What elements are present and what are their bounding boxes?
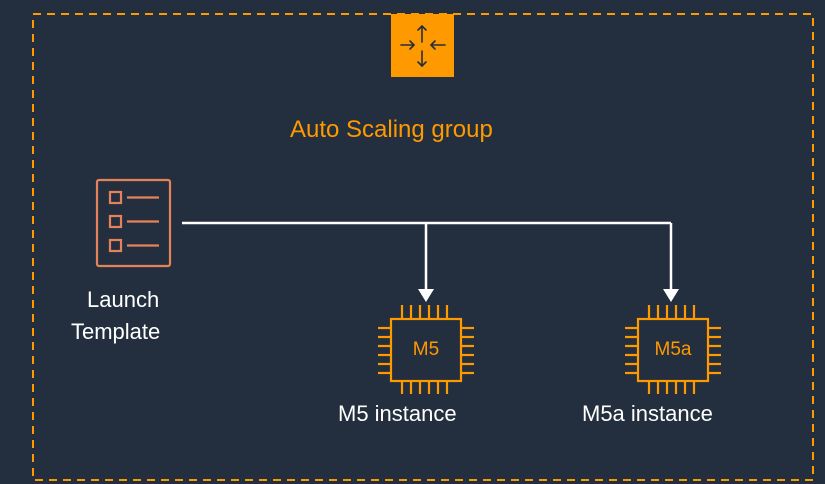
m5a-processor-chip-icon bbox=[625, 305, 721, 394]
m5-chip-label: M5 bbox=[412, 339, 440, 360]
m5a-arrowhead bbox=[663, 289, 679, 302]
connector-lines bbox=[182, 221, 673, 292]
m5-processor-chip-icon bbox=[378, 305, 474, 394]
launch-template-icon bbox=[95, 178, 172, 268]
m5a-chip-label: M5a bbox=[654, 339, 692, 360]
launch-template-label-line1: Launch bbox=[87, 287, 160, 312]
m5-arrowhead bbox=[418, 289, 434, 302]
m5-instance-label: M5 instance bbox=[338, 401, 457, 426]
auto-scaling-icon bbox=[391, 14, 454, 77]
auto-scaling-group-boundary bbox=[32, 13, 814, 481]
auto-scaling-group-label: Auto Scaling group bbox=[290, 116, 493, 143]
m5a-instance-label: M5a instance bbox=[582, 401, 713, 426]
launch-template-label-line2: Template bbox=[71, 319, 161, 344]
